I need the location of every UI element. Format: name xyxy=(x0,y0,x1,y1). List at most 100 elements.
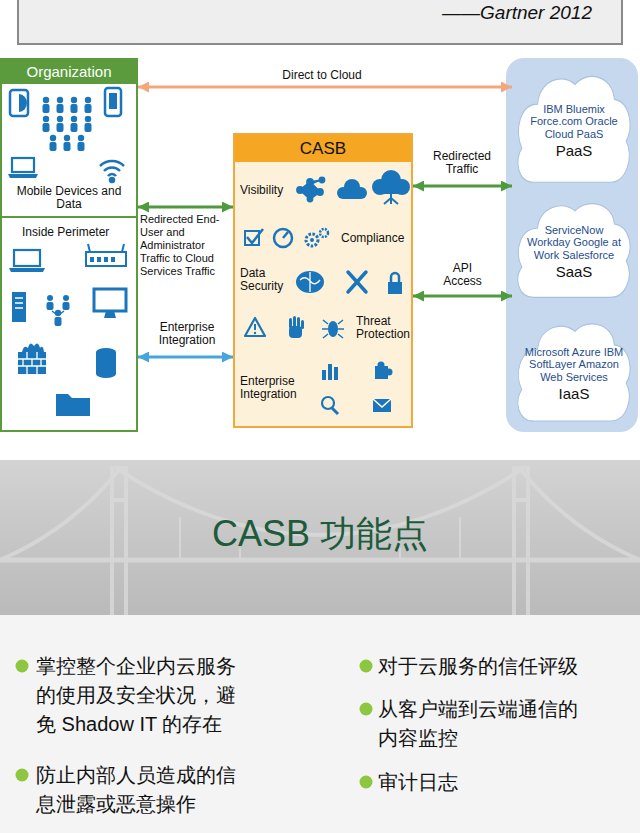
connector-arrow xyxy=(138,86,512,89)
database-icon xyxy=(96,348,116,378)
gears-icon xyxy=(310,238,314,242)
wifi-icon xyxy=(108,174,116,176)
people-icon xyxy=(71,104,78,113)
people-icon xyxy=(47,295,70,326)
brain-icon xyxy=(300,272,320,292)
feature-item: 审计日志 xyxy=(378,768,584,797)
feature-item: 防止内部人员造成的信息泄露或恶意操作 xyxy=(36,761,242,819)
box-heading: Inside Perimeter xyxy=(22,225,132,239)
people-icon xyxy=(63,302,70,310)
router-icon xyxy=(90,257,94,262)
phone-icon xyxy=(105,88,121,116)
vendor-list: Microsoft Azure IBM SoftLayer Amazon Web… xyxy=(524,346,624,384)
perimeter-box: Inside Perimeter xyxy=(0,216,138,432)
people-icon xyxy=(47,302,54,310)
wifi-icon xyxy=(100,161,124,182)
cloud-shape xyxy=(518,76,630,182)
magnifier-icon xyxy=(322,397,334,409)
section-title: CASB 功能点 xyxy=(0,512,640,556)
connector-arrow xyxy=(138,356,233,359)
edge-label: Redirected End-User and Administrator Tr… xyxy=(140,213,232,278)
laptop-icon xyxy=(9,268,45,272)
people-icon xyxy=(43,123,50,132)
bullet-dot xyxy=(16,769,29,782)
firewall-icon xyxy=(18,352,46,374)
feature-item: 掌控整个企业内云服务的使用及安全状况，避免 Shadow IT 的存在 xyxy=(36,652,242,739)
vendor-list: IBM Bluemix Force.com Oracle Cloud PaaS xyxy=(524,103,624,141)
bridge-drawing xyxy=(0,470,640,560)
chart-icon xyxy=(322,364,338,380)
chart-icon xyxy=(334,367,338,380)
wifi-icon xyxy=(104,168,120,171)
tablet-icon xyxy=(19,94,27,112)
vendor-list: ServiceNow Workday Google at Work Salesf… xyxy=(524,224,624,262)
firewall-icon xyxy=(22,343,44,352)
people-icon xyxy=(85,97,91,103)
hand-icon xyxy=(293,316,296,328)
bridge-drawing xyxy=(0,558,640,563)
network-icon xyxy=(297,178,325,202)
cloud-box: Microsoft Azure IBM SoftLayer Amazon Web… xyxy=(512,318,636,430)
gears-icon xyxy=(306,229,328,246)
people-icon xyxy=(57,104,64,113)
title-band xyxy=(0,460,640,615)
server-icon xyxy=(12,292,26,322)
folder-icon xyxy=(56,394,90,416)
quote-frame xyxy=(18,0,622,44)
cloud-tree-icon xyxy=(384,194,398,204)
bullet-dot xyxy=(360,703,373,716)
organization-box: OrganizationMobile Devices and Data xyxy=(0,58,138,218)
envelope-icon xyxy=(373,399,391,407)
cloud-icon xyxy=(343,192,361,199)
puzzle-icon xyxy=(375,362,393,380)
router-icon xyxy=(104,257,108,262)
gears-icon xyxy=(306,234,318,246)
gears-icon xyxy=(320,229,328,237)
feature-item: 从客户端到云端通信的内容监控 xyxy=(378,695,584,753)
box-heading: Organization xyxy=(2,60,136,84)
chart-icon xyxy=(328,364,332,380)
people-icon xyxy=(71,116,77,122)
people-icon xyxy=(85,116,91,122)
people-icon xyxy=(78,135,84,141)
server-icon xyxy=(12,292,26,322)
envelope-icon xyxy=(373,399,391,412)
cloud-box: ServiceNow Workday Google at Work Salesf… xyxy=(512,198,636,306)
laptop-icon xyxy=(14,250,40,266)
warning-icon xyxy=(245,318,265,336)
source-quote: ——Gartner 2012 xyxy=(380,2,592,24)
database-icon xyxy=(96,370,116,378)
warning-icon xyxy=(254,332,256,334)
title-band xyxy=(0,460,640,615)
laptop-icon xyxy=(8,158,38,178)
cloud-box: IBM Bluemix Force.com Oracle Cloud PaaSP… xyxy=(512,70,636,192)
cloud-tree-icon xyxy=(372,170,410,204)
list-ground xyxy=(0,615,640,833)
cloud-tree-icon xyxy=(380,186,402,194)
router-icon xyxy=(86,252,126,266)
connector-arrow xyxy=(413,185,512,188)
gauge-icon xyxy=(283,232,288,238)
edge-label: Enterprise Integration xyxy=(145,321,229,347)
people-icon xyxy=(50,135,56,141)
firewall-icon xyxy=(18,343,46,374)
tools-icon xyxy=(348,272,366,292)
people-icon xyxy=(43,97,92,151)
list-ground xyxy=(0,615,640,833)
server-icon xyxy=(15,298,23,308)
envelope-icon xyxy=(373,399,391,412)
function-label: Compliance xyxy=(341,232,409,245)
cloud-shape xyxy=(518,324,630,421)
chart-icon xyxy=(322,370,326,380)
service-type: SaaS xyxy=(556,263,593,280)
network-icon xyxy=(307,179,313,185)
magnifier-icon xyxy=(332,408,338,414)
magnifier-icon xyxy=(322,397,338,414)
function-label: Visibility xyxy=(240,184,300,197)
warning-icon xyxy=(254,324,256,330)
hand-icon xyxy=(289,316,304,338)
firewall-icon xyxy=(18,352,46,374)
folder-icon xyxy=(56,394,90,416)
network-icon xyxy=(308,197,313,202)
